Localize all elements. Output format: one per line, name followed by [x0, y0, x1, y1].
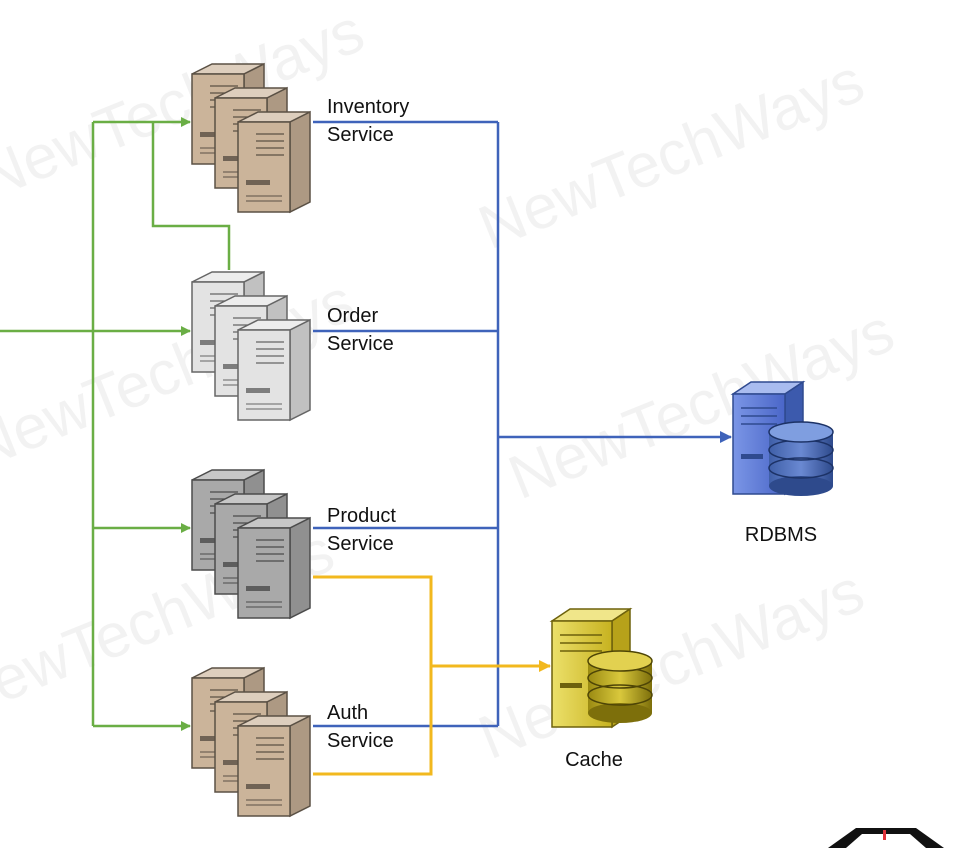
watermark-text: NewTechWays	[469, 46, 873, 263]
server-stack-auth	[191, 666, 311, 818]
cache-label: Cache	[565, 749, 623, 771]
server-stack-inventory	[191, 62, 311, 214]
service-suffix: Service	[327, 124, 394, 146]
service-label-product: Product Service	[327, 502, 396, 558]
client-connections	[0, 117, 231, 731]
rdbms-label: RDBMS	[744, 524, 818, 546]
service-name: Product	[327, 505, 396, 527]
watermark-text: NewTechWays	[499, 296, 903, 513]
service-label-order: Order Service	[327, 302, 394, 358]
road-logo-icon	[828, 828, 944, 848]
server-stack-product	[191, 468, 311, 620]
cache-icon	[549, 607, 653, 729]
cache-trunk-line	[313, 575, 433, 776]
order-to-inventory-line	[151, 122, 231, 270]
service-suffix: Service	[327, 333, 394, 355]
server-stack-order	[191, 270, 311, 422]
server-stacks	[191, 62, 311, 818]
rdbms-icon	[730, 380, 834, 496]
service-suffix: Service	[327, 533, 394, 555]
watermark-text: NewTechWays	[0, 0, 373, 213]
service-name: Auth	[327, 702, 369, 724]
db-connections	[313, 120, 732, 728]
service-name: Inventory	[327, 96, 410, 118]
service-label-auth: Auth Service	[327, 699, 394, 755]
cache-connections	[313, 575, 551, 776]
service-name: Order	[327, 305, 379, 327]
service-label-inventory: Inventory Service	[327, 93, 409, 149]
service-suffix: Service	[327, 730, 394, 752]
